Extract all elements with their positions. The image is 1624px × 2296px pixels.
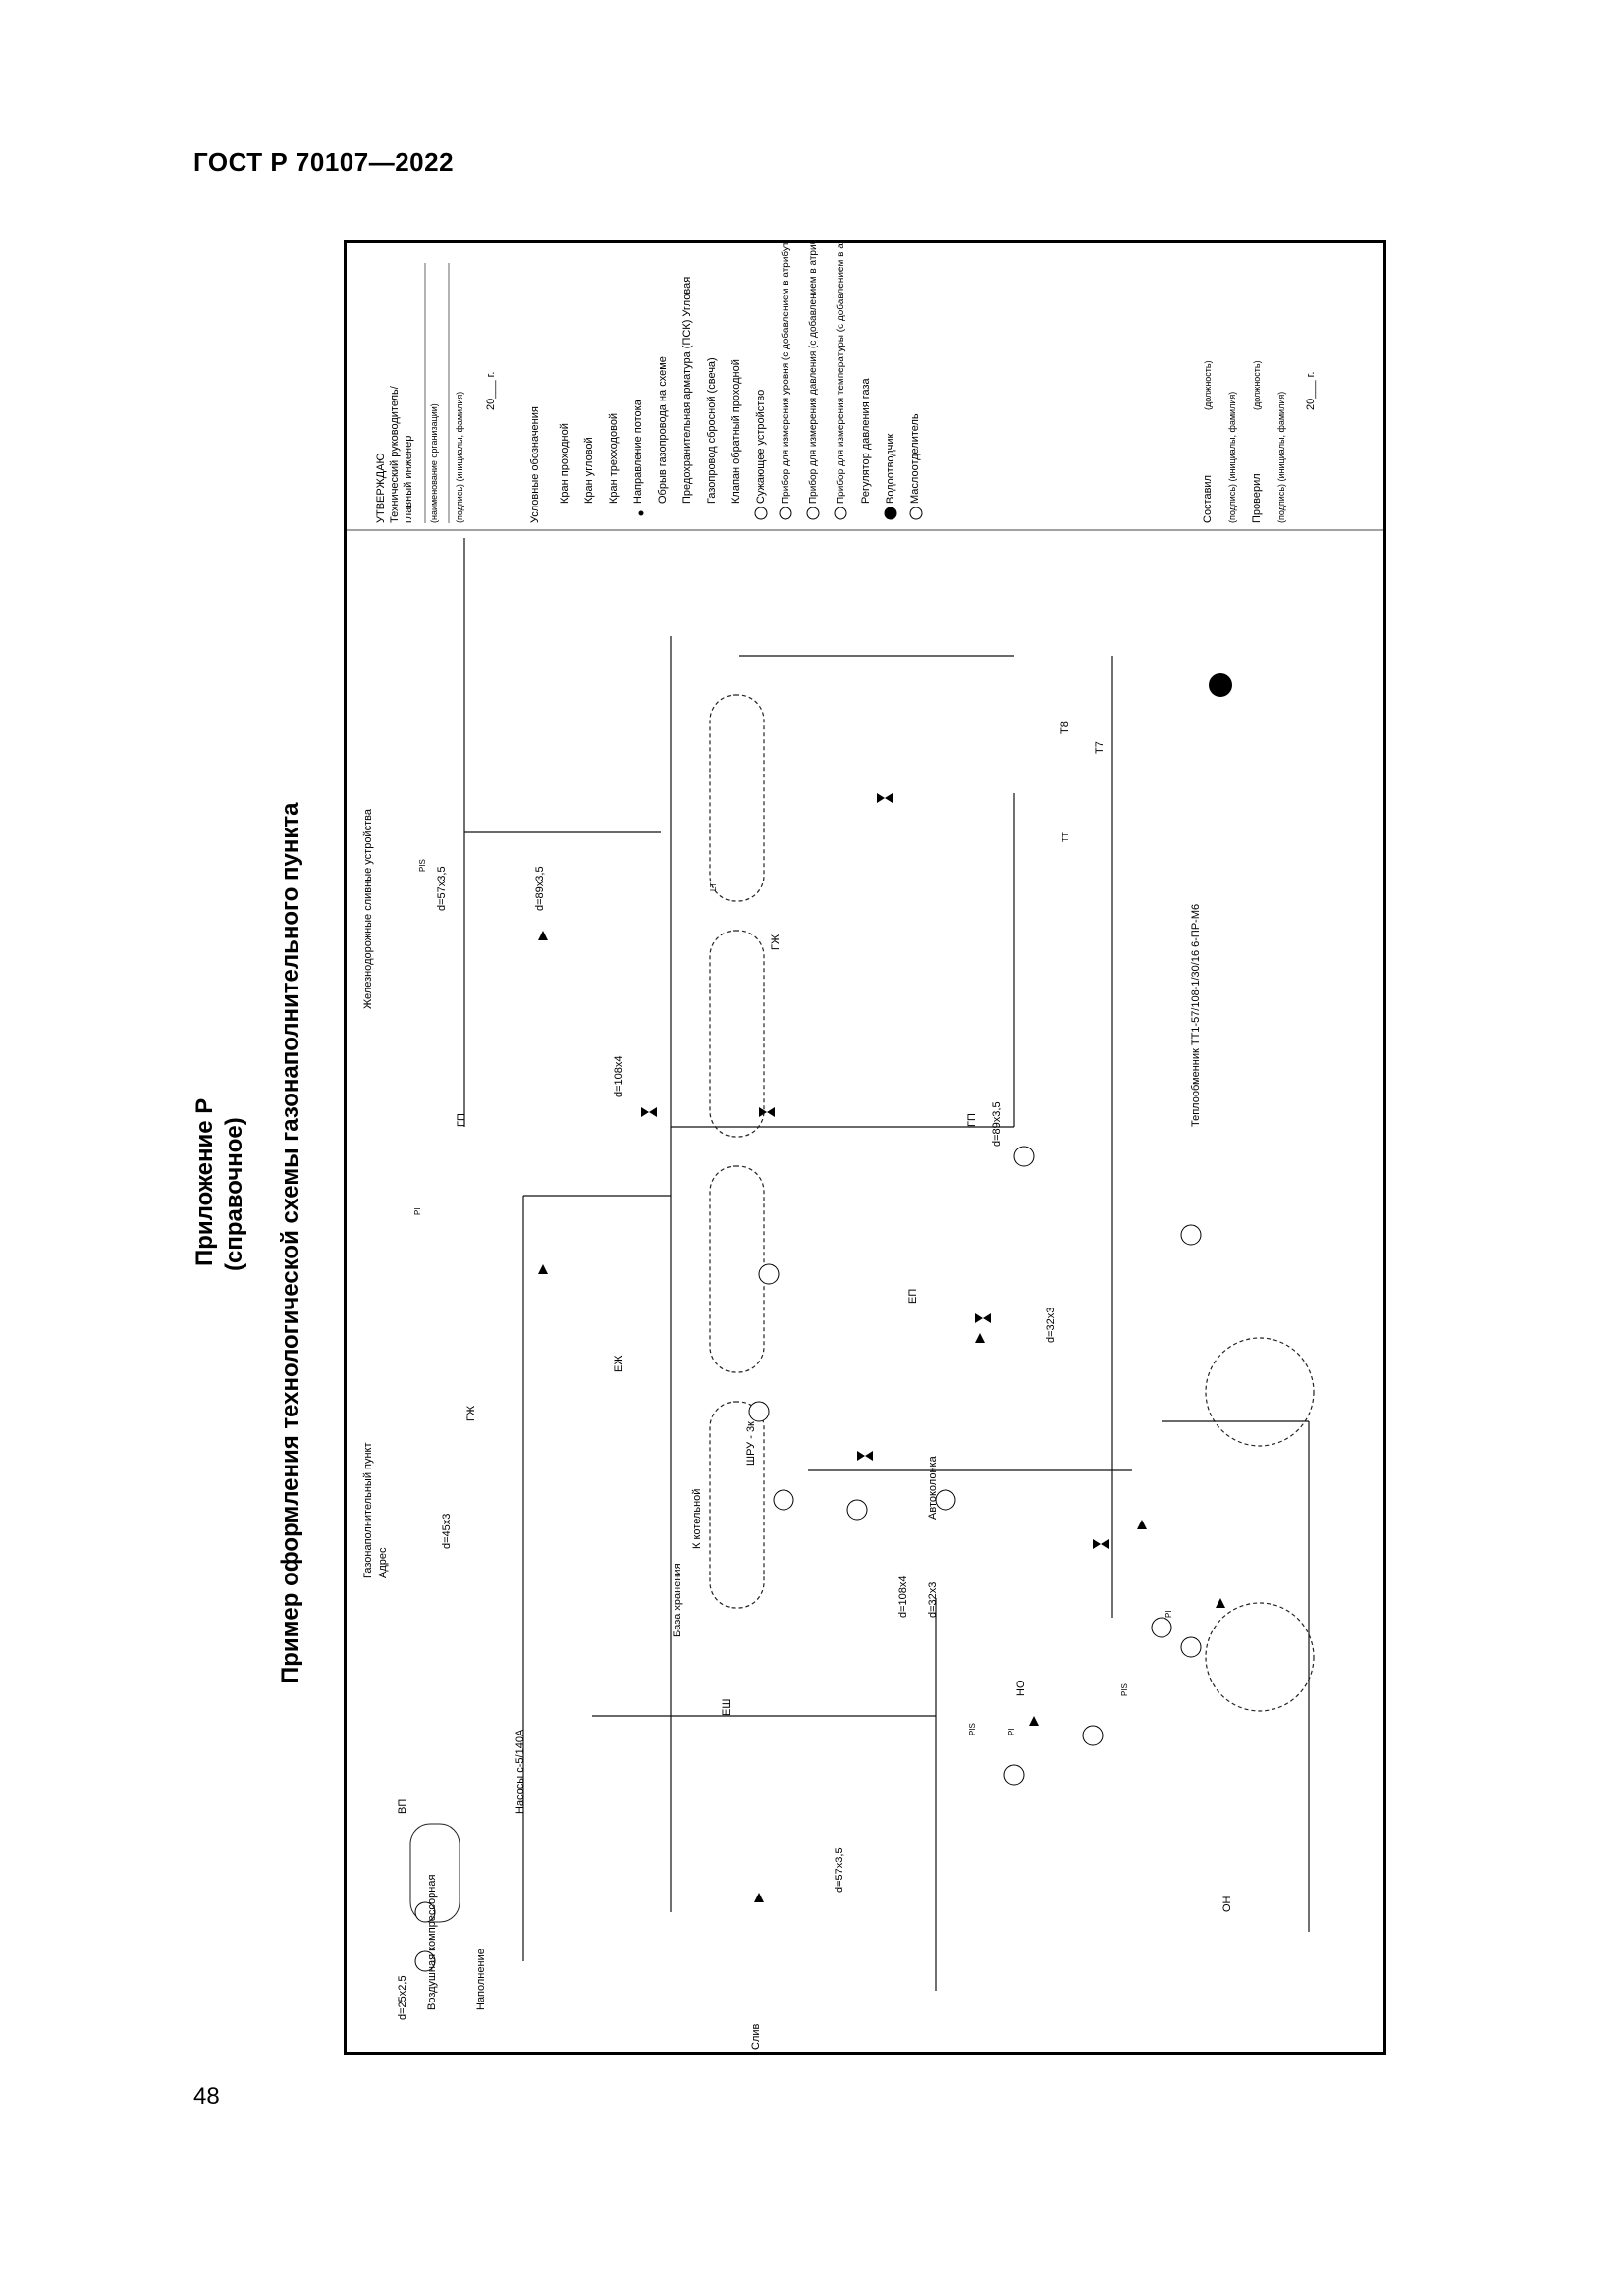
legend-item-5: Обрыв газопровода на схеме [657,356,669,504]
line-code-5: НО [1015,1680,1027,1696]
compiled-position: (должность) [1203,360,1213,410]
legend-symbols [638,507,923,520]
drain-label: Слив [750,2023,762,2050]
page-number: 48 [193,2083,220,2109]
pipe-label-10: d=108x4 [897,1575,909,1618]
legend-item-4: Направление потока [632,399,644,504]
flow-arrows [538,931,1225,1902]
rail-label: Железнодорожные сливные устройства [362,808,374,1009]
line-code-1: ГЖ [465,1406,477,1421]
legend-item-8: Клапан обратный проходной [731,359,742,504]
legend-item-3: Кран трехходовой [608,413,620,504]
legend-item-2: Кран угловой [583,437,595,504]
line-code-8: ЕШ [721,1699,732,1716]
process-diagram: Газонаполнительный пункт Адрес База хран… [347,243,1383,2050]
site-label: Газонаполнительный пункт [362,1442,374,1578]
checked-position: (должность) [1252,360,1262,410]
piping [463,538,1310,1991]
pipe-label-2: d=89x3,5 [534,866,546,911]
legend-item-7: Газопровод сбросной (свеча) [706,357,718,504]
pipe-label-9: d=32x3 [1045,1308,1056,1343]
checked-signature: (подпись) (инициалы, фамилия) [1276,392,1286,523]
main-title-label: Пример оформления технологической схемы … [277,802,303,1684]
water-separator-symbol [1209,673,1232,697]
legend-item-1: Кран проходной [559,423,570,504]
t7-label: Т7 [1094,741,1106,754]
diagram-labels: Газонаполнительный пункт Адрес База хран… [362,721,1233,2050]
instrument-2: PI [413,1207,422,1215]
filling-label: Наполнение [475,1949,487,2010]
instrument-5: PIS [1120,1683,1129,1696]
instruments [414,1146,1202,1972]
line-code-6: ОН [1221,1896,1233,1912]
instrument-7: PIS [968,1723,977,1735]
line-code-7: ВП [397,1799,408,1814]
compiled-label: Составил [1202,475,1214,523]
valves [641,793,1109,1549]
legend-item-12: Прибор для измерения температуры (с доба… [835,243,846,504]
annex-label: Приложение Р [191,1097,218,1266]
legend-item-15: Маслоотделитель [909,413,921,504]
storage-tanks [709,694,765,1609]
line-code-9: ГЖ [770,934,782,950]
tank-2 [709,930,765,1138]
main-title: Пример оформления технологической схемы … [277,803,304,1684]
annex-note-label: (справочное) [221,1117,247,1271]
approval-date: 20___ г. [485,372,497,410]
pipe-label-3: d=108x4 [613,1055,624,1097]
autocolumn-label: Автоколонка [927,1455,939,1520]
approval-org: (наименование организации) [429,403,439,523]
legend-item-9: Сужающее устройство [755,390,767,504]
shru-label: ШРУ - 3к [745,1421,757,1466]
tank-1 [709,694,765,902]
legend-item-6: Предохранительная арматура (ПСК) Угловая [681,277,693,504]
line-code-3: ЕЖ [613,1356,624,1373]
pipe-label-6: d=25x2,5 [397,1975,408,2020]
signoff-date: 20___ г. [1305,372,1317,410]
checked-label: Проверил [1251,473,1263,523]
approved-label: УТВЕРЖДАЮ [375,453,387,523]
approval-position: Технический руководитель/ [389,385,401,523]
pipe-label-7: d=57x3,5 [834,1847,845,1893]
approval-signature: (подпись) (инициалы, фамилия) [455,392,464,523]
pipe-label-1: d=57x3,5 [436,866,448,911]
instrument-3: LT [709,882,718,891]
storage-label: База хранения [672,1563,683,1637]
instrument-6: PI [1164,1610,1173,1618]
compiled-signature: (подпись) (инициалы, фамилия) [1227,392,1237,523]
annex-note: (справочное) [221,1117,248,1271]
pumps-label: Насосы с-5/140А [514,1729,526,1814]
legend-title: Условные обозначения [529,406,541,523]
compressor-label: Воздушная компрессорная [426,1875,438,2010]
pipe-label-4: d=45x3 [441,1514,453,1549]
instrument-8: PI [1007,1728,1016,1735]
side-panel: УТВЕРЖДАЮ Технический руководитель/ глав… [375,243,1317,523]
legend-item-11: Прибор для измерения давления (с добавле… [807,243,819,504]
address-label: Адрес [377,1547,389,1578]
spherical-tanks [1205,1337,1315,1712]
annex-title: Приложение Р [191,1098,219,1266]
legend-item-10: Прибор для измерения уровня (с добавлени… [780,243,791,504]
instrument-4: TT [1061,832,1070,842]
pipe-label-5: d=32x3 [927,1582,939,1618]
heat-exchanger-label: Теплообменник ТТ1-57/108-1/30/16 6-ПР-М6 [1190,904,1202,1127]
line-code-4: ЕП [907,1289,919,1304]
boiler-label: К котельной [691,1489,703,1549]
page-header: ГОСТ Р 70107—2022 [193,147,455,177]
tank-4 [709,1401,765,1609]
diagram-frame: Газонаполнительный пункт Адрес База хран… [344,240,1386,2055]
air-receiver [409,1823,460,1923]
line-code-10: ГП [966,1113,978,1127]
line-code-2: ГП [456,1113,467,1127]
approval-position2: главный инженер [403,436,414,523]
t8-label: Т8 [1059,721,1071,734]
legend-item-13: Регулятор давления газа [860,377,872,504]
legend-item-14: Водоотводчик [885,433,896,504]
instrument-1: PIS [418,859,427,872]
tank-3 [709,1165,765,1373]
pipe-label-8: d=89x3,5 [991,1101,1002,1147]
